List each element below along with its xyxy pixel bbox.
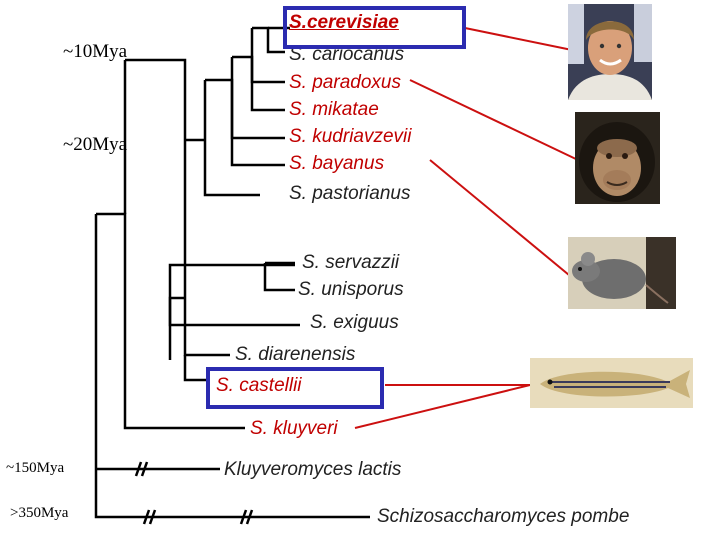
node-12 <box>183 335 230 357</box>
node-11 <box>168 263 295 298</box>
root-branch <box>94 214 160 519</box>
human-portrait-photo <box>568 4 652 100</box>
species-pastorianus: S. pastorianus <box>289 183 411 204</box>
chimp-icon <box>575 112 660 204</box>
species-unisporus: S. unisporus <box>298 279 404 300</box>
time-label-350mya: >350Mya <box>10 505 69 521</box>
species-paradoxus: S. paradoxus <box>289 72 401 93</box>
mouse-photo <box>568 237 676 309</box>
node-0 <box>252 26 285 54</box>
species-diarenensis: S. diarenensis <box>235 344 356 365</box>
clade-saccharomyces <box>96 212 245 430</box>
species-exiguus: S. exiguus <box>310 312 399 333</box>
node-7 <box>125 58 187 335</box>
node-9 <box>168 296 185 360</box>
person-icon <box>568 4 652 100</box>
species-kluyveri: S. kluyveri <box>250 418 338 439</box>
node-1 <box>250 28 285 84</box>
break-mark <box>134 461 143 477</box>
species-pombe: Schizosaccharomyces pombe <box>377 506 630 527</box>
node-5 <box>203 80 260 197</box>
species-servazzii: S. servazzii <box>302 252 400 273</box>
highlight-box-cerevisiae <box>283 6 466 49</box>
break-mark <box>245 509 254 525</box>
break-mark <box>140 461 149 477</box>
time-label-20mya: ~20Mya <box>63 134 128 155</box>
fish-icon <box>530 358 693 408</box>
connector-lines <box>354 27 579 429</box>
connector-mouse <box>429 159 576 281</box>
species-bayanus: S. bayanus <box>289 153 385 174</box>
species-lactis: Kluyveromyces lactis <box>224 459 402 480</box>
break-mark <box>148 509 157 525</box>
species-castellii: S. castellii <box>216 375 302 396</box>
species-cariocanus: S. cariocanus <box>289 44 405 65</box>
node-2 <box>232 55 285 112</box>
break-mark <box>239 509 248 525</box>
mouse-icon <box>568 237 676 309</box>
highlight-box-castellii <box>206 367 384 409</box>
species-mikatae: S. mikatae <box>289 99 379 120</box>
species-kudriavzevii: S. kudriavzevii <box>289 126 412 147</box>
chimpanzee-photo <box>575 112 660 204</box>
break-mark <box>142 509 151 525</box>
node-4 <box>205 78 285 167</box>
break-marks <box>134 461 254 525</box>
node-10 <box>168 298 300 327</box>
tip-unisporus <box>263 263 295 292</box>
node-3 <box>230 57 285 140</box>
time-label-150mya: ~150Mya <box>6 460 65 476</box>
connector-chimp <box>409 79 579 161</box>
species-cerevisiae: S.cerevisiae <box>289 12 399 33</box>
time-label-10mya: ~10Mya <box>63 41 128 62</box>
zebrafish-photo <box>530 358 693 408</box>
node-13 <box>183 355 210 382</box>
connector-fish-kluyveri <box>354 384 531 429</box>
connector-human <box>464 27 573 51</box>
